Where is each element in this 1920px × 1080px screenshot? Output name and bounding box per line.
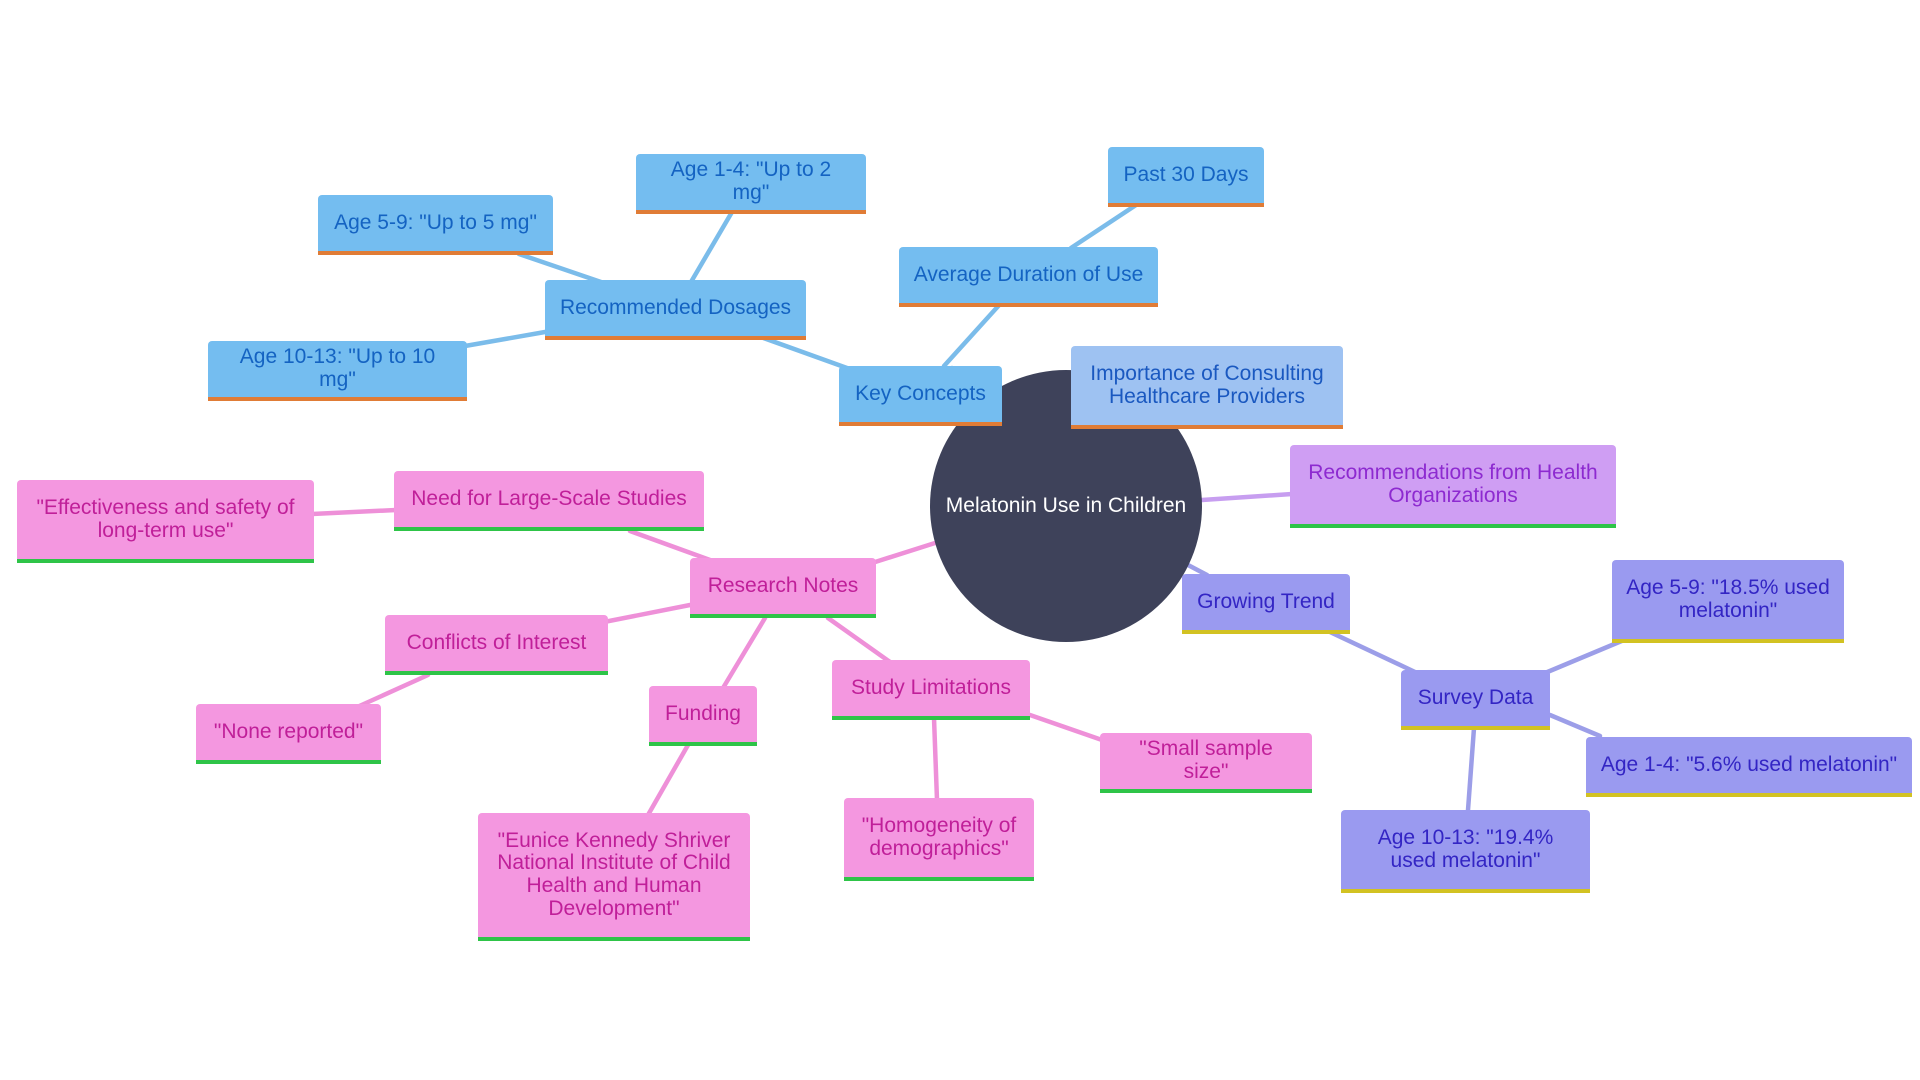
recommendations-branch-lines xyxy=(1199,491,1295,503)
edge-research-funding xyxy=(720,615,768,691)
edge-survey-age-1-4 xyxy=(1547,712,1603,739)
edge-growing-trend-survey xyxy=(1327,629,1418,675)
average-duration-node[interactable]: Average Duration of Use xyxy=(899,247,1158,307)
recommended-dosages-node[interactable]: Recommended Dosages xyxy=(545,280,806,340)
edge-limitations-homogeneity xyxy=(931,715,940,803)
edge-root-research xyxy=(869,540,938,566)
small-sample-size-node[interactable]: "Small sample size" xyxy=(1100,733,1312,793)
study-limitations-node[interactable]: Study Limitations xyxy=(832,660,1030,720)
edge-survey-age-10-13 xyxy=(1465,725,1477,813)
edge-root-recommendations xyxy=(1199,491,1295,503)
funding-node[interactable]: Funding xyxy=(649,686,757,746)
edge-large-scale-effectiveness xyxy=(309,507,399,517)
edge-research-large-scale xyxy=(627,528,713,563)
survey-age-5-9-node[interactable]: Age 5-9: "18.5% used melatonin" xyxy=(1612,560,1844,643)
recommendations-node[interactable]: Recommendations from Health Organization… xyxy=(1290,445,1616,528)
edge-conflicts-none xyxy=(352,672,431,711)
homogeneity-demographics-node[interactable]: "Homogeneity of demographics" xyxy=(844,798,1034,881)
growing-trend-branch-lines xyxy=(1185,562,1627,813)
edge-survey-age-5-9 xyxy=(1542,637,1627,676)
edge-dosages-age-10-13 xyxy=(462,329,548,349)
edge-root-growing-trend xyxy=(1185,562,1210,578)
dosage-age-1-4-node[interactable]: Age 1-4: "Up to 2 mg" xyxy=(636,154,866,214)
edge-research-limitations xyxy=(825,615,893,665)
key-concepts-branch-lines xyxy=(462,202,1139,379)
growing-trend-node[interactable]: Growing Trend xyxy=(1182,574,1350,634)
effectiveness-safety-node[interactable]: "Effectiveness and safety of long-term u… xyxy=(17,480,314,563)
survey-age-1-4-node[interactable]: Age 1-4: "5.6% used melatonin" xyxy=(1586,737,1912,797)
consulting-providers-node[interactable]: Importance of Consulting Healthcare Prov… xyxy=(1071,346,1343,429)
survey-age-10-13-node[interactable]: Age 10-13: "19.4% used melatonin" xyxy=(1341,810,1590,893)
past-30-days-node[interactable]: Past 30 Days xyxy=(1108,147,1264,207)
dosage-age-5-9-node[interactable]: Age 5-9: "Up to 5 mg" xyxy=(318,195,553,255)
edge-limitations-sample xyxy=(1027,712,1105,743)
edge-dosages-age-5-9 xyxy=(516,251,604,285)
edge-research-conflicts xyxy=(601,602,693,625)
key-concepts-node[interactable]: Key Concepts xyxy=(839,366,1002,426)
edge-duration-past-30 xyxy=(1068,202,1139,251)
research-notes-node[interactable]: Research Notes xyxy=(690,558,876,618)
survey-data-node[interactable]: Survey Data xyxy=(1401,670,1550,730)
edge-funding-nichd xyxy=(645,742,691,818)
funding-nichd-node[interactable]: "Eunice Kennedy Shriver National Institu… xyxy=(478,813,750,941)
none-reported-node[interactable]: "None reported" xyxy=(196,704,381,764)
edge-key-concepts-dosages xyxy=(755,333,850,371)
edge-dosages-age-1-4 xyxy=(688,209,735,285)
dosage-age-10-13-node[interactable]: Age 10-13: "Up to 10 mg" xyxy=(208,341,467,401)
edge-key-concepts-duration xyxy=(941,300,1004,369)
conflicts-of-interest-node[interactable]: Conflicts of Interest xyxy=(385,615,608,675)
large-scale-studies-node[interactable]: Need for Large-Scale Studies xyxy=(394,471,704,531)
research-branch-lines xyxy=(309,507,1105,818)
